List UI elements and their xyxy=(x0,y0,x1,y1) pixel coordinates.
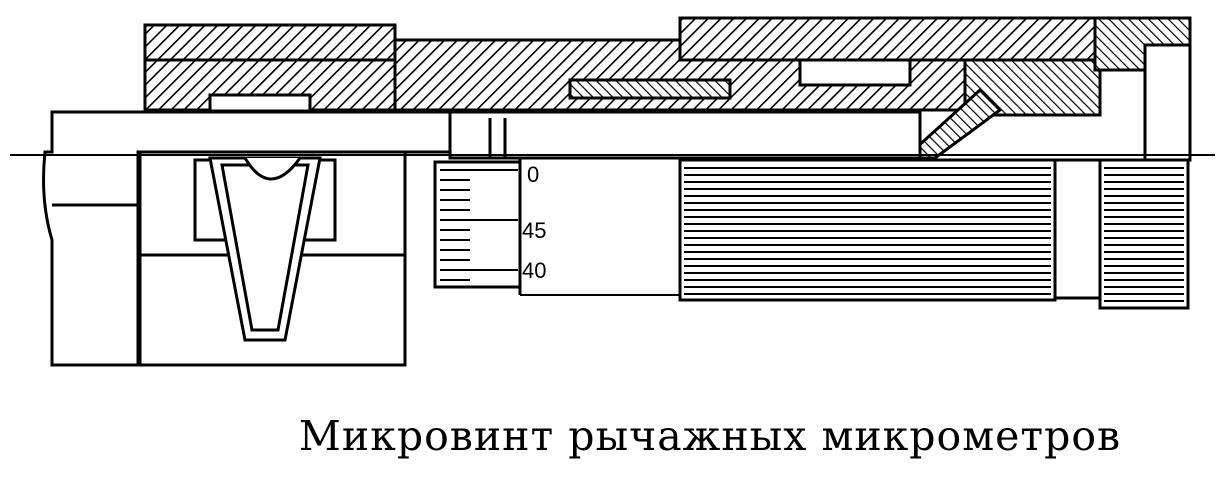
spindle xyxy=(448,110,922,160)
scale-label-0: 0 xyxy=(527,162,539,187)
lever-arm xyxy=(208,156,322,342)
ratchet-cap xyxy=(1053,158,1190,310)
housing-section xyxy=(143,16,1192,162)
scale-label-45: 45 xyxy=(522,218,546,243)
thimble-scale xyxy=(433,158,680,296)
knurled-drum xyxy=(678,158,1057,302)
figure-caption: Микровинт рычажных микрометров xyxy=(298,412,1122,460)
scale-label-40: 40 xyxy=(522,258,546,283)
